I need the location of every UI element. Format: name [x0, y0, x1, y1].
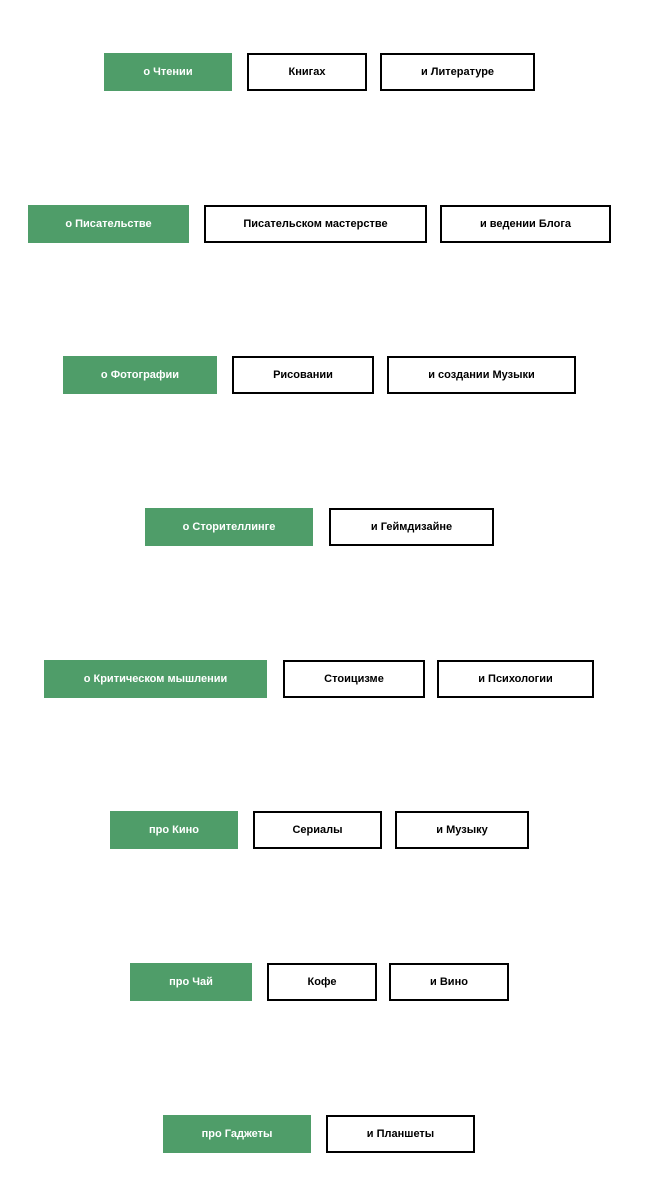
topic-secondary-tag[interactable]: и Вино: [389, 963, 509, 1001]
topic-primary-tag[interactable]: про Гаджеты: [163, 1115, 311, 1153]
topic-secondary-tag[interactable]: Кофе: [267, 963, 377, 1001]
topic-secondary-tag[interactable]: Книгах: [247, 53, 367, 91]
topic-primary-tag[interactable]: про Чай: [130, 963, 252, 1001]
topic-secondary-tag[interactable]: Стоицизме: [283, 660, 425, 698]
topic-primary-tag[interactable]: о Чтении: [104, 53, 232, 91]
topic-primary-tag[interactable]: о Писательстве: [28, 205, 189, 243]
topic-secondary-tag[interactable]: Писательском мастерстве: [204, 205, 427, 243]
topic-primary-tag[interactable]: о Фотографии: [63, 356, 217, 394]
topic-secondary-tag[interactable]: и ведении Блога: [440, 205, 611, 243]
topic-secondary-tag[interactable]: Сериалы: [253, 811, 382, 849]
topic-secondary-tag[interactable]: и создании Музыки: [387, 356, 576, 394]
topic-secondary-tag[interactable]: и Психологии: [437, 660, 594, 698]
topic-secondary-tag[interactable]: и Музыку: [395, 811, 529, 849]
topic-secondary-tag[interactable]: Рисовании: [232, 356, 374, 394]
topic-secondary-tag[interactable]: и Литературе: [380, 53, 535, 91]
topic-primary-tag[interactable]: про Кино: [110, 811, 238, 849]
topic-primary-tag[interactable]: о Критическом мышлении: [44, 660, 267, 698]
topic-secondary-tag[interactable]: и Геймдизайне: [329, 508, 494, 546]
topic-secondary-tag[interactable]: и Планшеты: [326, 1115, 475, 1153]
topic-primary-tag[interactable]: о Сторителлинге: [145, 508, 313, 546]
